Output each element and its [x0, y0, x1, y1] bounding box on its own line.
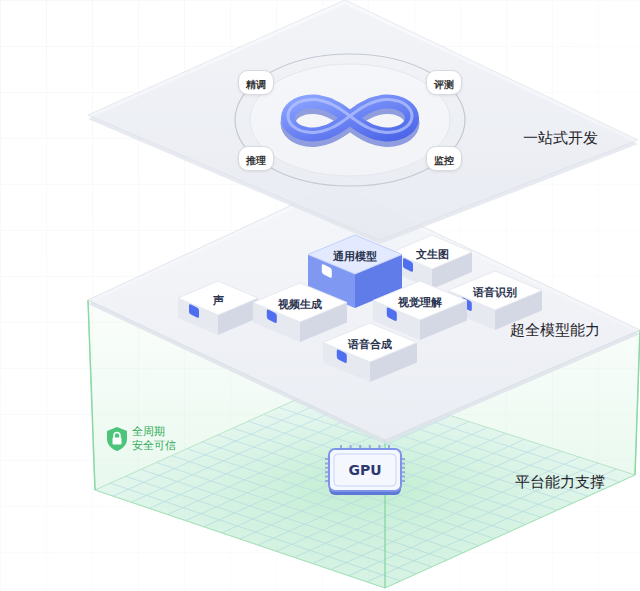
block-cube: [178, 281, 258, 335]
block-label-wrap: 视觉理解: [398, 291, 442, 310]
layer-label-wrap: 一站式开发: [523, 128, 598, 148]
cycle-ring: [235, 54, 465, 186]
stage-pill: 监控: [426, 146, 462, 171]
model-block: 视频生成: [253, 283, 347, 342]
model-block: 语音合成: [323, 323, 417, 382]
model-block: 声: [178, 281, 258, 335]
block-label: 视觉理解: [398, 296, 442, 309]
block-label: 视频生成: [278, 298, 322, 311]
gpu-chip: GPU: [329, 449, 401, 491]
block-label: 通用模型: [333, 250, 377, 263]
block-label: 声: [213, 294, 224, 307]
block-label-wrap: 通用模型: [333, 245, 377, 264]
block-label-wrap: 视频生成: [278, 293, 322, 312]
block-label: 语音识别: [473, 286, 517, 299]
block-icon: [387, 306, 397, 321]
block-label-wrap: 文生图: [416, 243, 449, 262]
block-icon: [267, 308, 277, 323]
block-label: 文生图: [416, 248, 449, 261]
gpu-label: GPU: [348, 462, 381, 478]
block-icon: [322, 263, 332, 278]
shield: [107, 427, 127, 451]
layer-plane: 一站式开发 精调 评测推理 监控: [80, 0, 640, 270]
badge-label: 全周期 安全可信: [132, 425, 178, 453]
block-icon: [189, 304, 199, 319]
green-edge: [88, 300, 95, 490]
green-walls: [88, 300, 640, 588]
layer-label: 一站式开发: [523, 129, 598, 147]
layer-label: 超全模型能力: [510, 321, 600, 339]
block-icon: [337, 348, 347, 363]
stage-pill: 精调: [238, 70, 274, 95]
infinity-symbol: [288, 102, 412, 135]
lock-body: [113, 437, 122, 444]
block-label: 语音合成: [348, 338, 392, 351]
cycle-ring-inner: [250, 64, 450, 176]
green-edge: [635, 330, 640, 475]
block-label-wrap: 语音合成: [348, 333, 392, 352]
stage-pill: 推理: [238, 146, 274, 171]
lock-shackle: [114, 432, 120, 438]
stage-label: 监控: [434, 155, 454, 166]
stage-label: 评测: [434, 79, 454, 90]
infinity-highlight: [288, 100, 412, 133]
stage-label: 推理: [246, 155, 266, 166]
model-block: 文生图: [392, 235, 472, 289]
chip-face: [329, 449, 401, 491]
shield-icon: [106, 426, 128, 452]
layer-label-wrap: 平台能力支撑: [515, 472, 605, 492]
chip-inner: [334, 454, 396, 486]
block-icon: [403, 258, 413, 273]
block-label-wrap: 声: [213, 289, 224, 308]
layer-label-wrap: 超全模型能力: [510, 320, 600, 340]
stage-pill: 评测: [426, 70, 462, 95]
block-cube: [392, 235, 472, 289]
block-label-wrap: 语音识别: [473, 281, 517, 300]
block-cube: [253, 283, 347, 342]
top-plane: [88, 0, 638, 240]
block-cube: [323, 323, 417, 382]
security-badge: 全周期 安全可信: [106, 425, 178, 453]
stage-label: 精调: [246, 79, 266, 90]
cube-top-face: [448, 271, 542, 310]
layer-label: 平台能力支撑: [515, 473, 605, 491]
block-icon: [462, 296, 472, 311]
